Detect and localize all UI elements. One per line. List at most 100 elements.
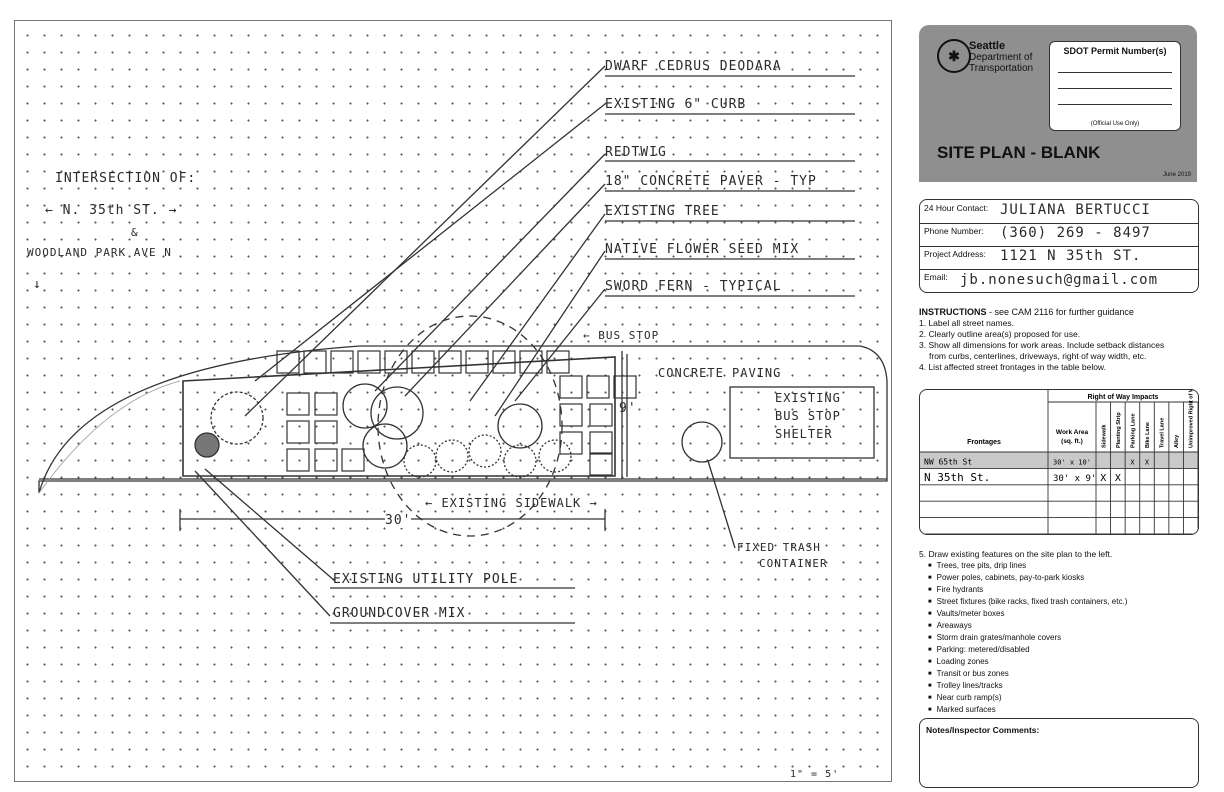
paver-square bbox=[589, 452, 613, 476]
contact-row[interactable]: Phone Number: (360) 269 - 8497 bbox=[920, 223, 1198, 247]
shrub bbox=[362, 423, 408, 469]
leader-line bbox=[707, 460, 736, 549]
trash-label-2: CONTAINER bbox=[759, 557, 828, 570]
permit-number-box: SDOT Permit Number(s) (Official Use Only… bbox=[1049, 41, 1181, 131]
cedrus bbox=[210, 391, 264, 445]
callout-existing-curb: EXISTING 6" CURB bbox=[605, 97, 747, 112]
address-value: 1121 N 35th ST. bbox=[1000, 248, 1142, 264]
paver-square bbox=[559, 431, 583, 455]
intersection-ampersand: & bbox=[131, 226, 139, 239]
paver-square bbox=[492, 350, 516, 374]
dept-line-3: Transportation bbox=[969, 63, 1034, 74]
trash-label-1: FIXED TRASH bbox=[737, 541, 821, 554]
fern bbox=[403, 444, 437, 478]
paver-square bbox=[559, 375, 583, 399]
leader-line bbox=[204, 468, 336, 582]
feature-list: Trees, tree pits, drip linesPower poles,… bbox=[919, 560, 1209, 716]
callout-utility-pole: EXISTING UTILITY POLE bbox=[333, 572, 519, 587]
permit-line[interactable] bbox=[1058, 72, 1172, 73]
table-cell-mark: X bbox=[1100, 473, 1106, 484]
contact-row[interactable]: Project Address: 1121 N 35th ST. bbox=[920, 246, 1198, 270]
step5-title: 5. Draw existing features on the site pl… bbox=[919, 549, 1113, 559]
table-header-impact: Parking Lane bbox=[1130, 413, 1136, 448]
paver-square bbox=[613, 375, 637, 399]
table-header-impact: Alley bbox=[1174, 434, 1180, 448]
leader-line bbox=[374, 153, 606, 392]
shrub bbox=[370, 386, 424, 440]
form-title: SITE PLAN - BLANK bbox=[937, 143, 1101, 162]
table-header-impact: Planting Strip bbox=[1116, 412, 1122, 448]
paver-square bbox=[589, 403, 613, 427]
shrub bbox=[497, 403, 543, 449]
instruction-item: 4. List affected street frontages in the… bbox=[919, 362, 1106, 372]
contact-name-value: JULIANA BERTUCCI bbox=[1000, 202, 1151, 218]
instruction-item: 2. Clearly outline area(s) proposed for … bbox=[919, 329, 1081, 339]
example-row-bg bbox=[920, 452, 1198, 469]
feature-list-item: Power poles, cabinets, pay-to-park kiosk… bbox=[937, 572, 1209, 584]
paver-square bbox=[357, 350, 381, 374]
notes-label: Notes/Inspector Comments: bbox=[926, 725, 1040, 735]
north-arrow-icon: ↓ bbox=[33, 277, 42, 292]
dimension-label-30ft: 30' bbox=[385, 513, 412, 528]
table-cell-area: 30' x 10' bbox=[1053, 458, 1091, 466]
table-header-work-area: Work Area bbox=[1056, 429, 1089, 436]
table-cell-mark: X bbox=[1130, 458, 1135, 466]
contact-label: 24 Hour Contact: bbox=[924, 203, 989, 213]
instructions: INSTRUCTIONS - see CAM 2116 for further … bbox=[919, 307, 1209, 373]
notes-box[interactable]: Notes/Inspector Comments: bbox=[919, 718, 1199, 788]
table-header-impact: Sidewalk bbox=[1101, 424, 1107, 448]
dimension-label-9ft: 9' bbox=[619, 401, 637, 416]
shelter-label-2: BUS STOP bbox=[775, 409, 841, 423]
callout-dwarf-cedrus: DWARF CEDRUS DEODARA bbox=[605, 59, 782, 74]
permit-line[interactable] bbox=[1058, 88, 1172, 89]
table-header-work-area-unit: (sq. ft.) bbox=[1061, 438, 1083, 445]
feature-list-item: Trolley lines/tracks bbox=[937, 680, 1209, 692]
site-plan-drawing bbox=[38, 65, 888, 624]
feature-list-item: Vaults/meter boxes bbox=[937, 608, 1209, 620]
curb-outline bbox=[38, 345, 888, 494]
paver-square bbox=[559, 403, 583, 427]
paver-square bbox=[314, 420, 338, 444]
bus-shelter bbox=[729, 386, 875, 459]
site-plan-grid: DWARF CEDRUS DEODARA EXISTING 6" CURB RE… bbox=[14, 20, 892, 782]
leader-line bbox=[244, 65, 606, 417]
paver-square bbox=[465, 350, 489, 374]
step5-checklist: 5. Draw existing features on the site pl… bbox=[919, 549, 1209, 716]
dept-line-1: Seattle bbox=[969, 40, 1006, 52]
callout-sword-fern: SWORD FERN - TYPICAL bbox=[605, 279, 782, 294]
contact-row[interactable]: 24 Hour Contact: JULIANA BERTUCCI bbox=[920, 200, 1198, 224]
table-cell-frontage: NW 65th St bbox=[924, 457, 972, 466]
table-header-frontages: Frontages bbox=[967, 439, 1001, 446]
paver-square bbox=[286, 448, 310, 472]
paver-square bbox=[286, 392, 310, 416]
existing-sidewalk-label: ← EXISTING SIDEWALK → bbox=[425, 496, 598, 510]
feature-list-item: Street fixtures (bike racks, fixed trash… bbox=[937, 596, 1209, 608]
paver-square bbox=[286, 420, 310, 444]
official-use-note: (Official Use Only) bbox=[1090, 121, 1140, 127]
table-cell-area: 30' x 9' bbox=[1053, 474, 1096, 484]
address-label: Project Address: bbox=[924, 249, 986, 259]
paver-square bbox=[411, 350, 435, 374]
groundcover-mark bbox=[194, 432, 220, 458]
sdot-logo-icon: ✱ bbox=[937, 39, 971, 73]
intersection-street-2: WOODLAND PARK AVE N bbox=[27, 246, 172, 259]
instruction-item: 3. Show all dimensions for work areas. I… bbox=[919, 340, 1165, 350]
fern bbox=[435, 439, 469, 473]
paver-square bbox=[438, 350, 462, 374]
callout-groundcover: GROUNDCOVER MIX bbox=[333, 606, 466, 621]
paver-square bbox=[384, 350, 408, 374]
form-header: ✱ Seattle Department of Transportation S… bbox=[919, 25, 1197, 182]
paver-square bbox=[330, 350, 354, 374]
feature-list-item: Marked surfaces bbox=[937, 704, 1209, 716]
paver-square bbox=[341, 448, 365, 472]
table-cell-frontage: N 35th St. bbox=[924, 471, 990, 484]
leader-line bbox=[494, 250, 606, 417]
table-header-impact: Travel Lane bbox=[1160, 418, 1166, 448]
concrete-paving-label: CONCRETE PAVING bbox=[658, 366, 782, 380]
paver-square bbox=[276, 350, 300, 374]
shrub bbox=[342, 383, 388, 429]
email-label: Email: bbox=[924, 272, 948, 282]
phone-label: Phone Number: bbox=[924, 226, 984, 236]
contact-row[interactable]: Email: jb.nonesuch@gmail.com bbox=[920, 269, 1198, 292]
permit-line[interactable] bbox=[1058, 104, 1172, 105]
